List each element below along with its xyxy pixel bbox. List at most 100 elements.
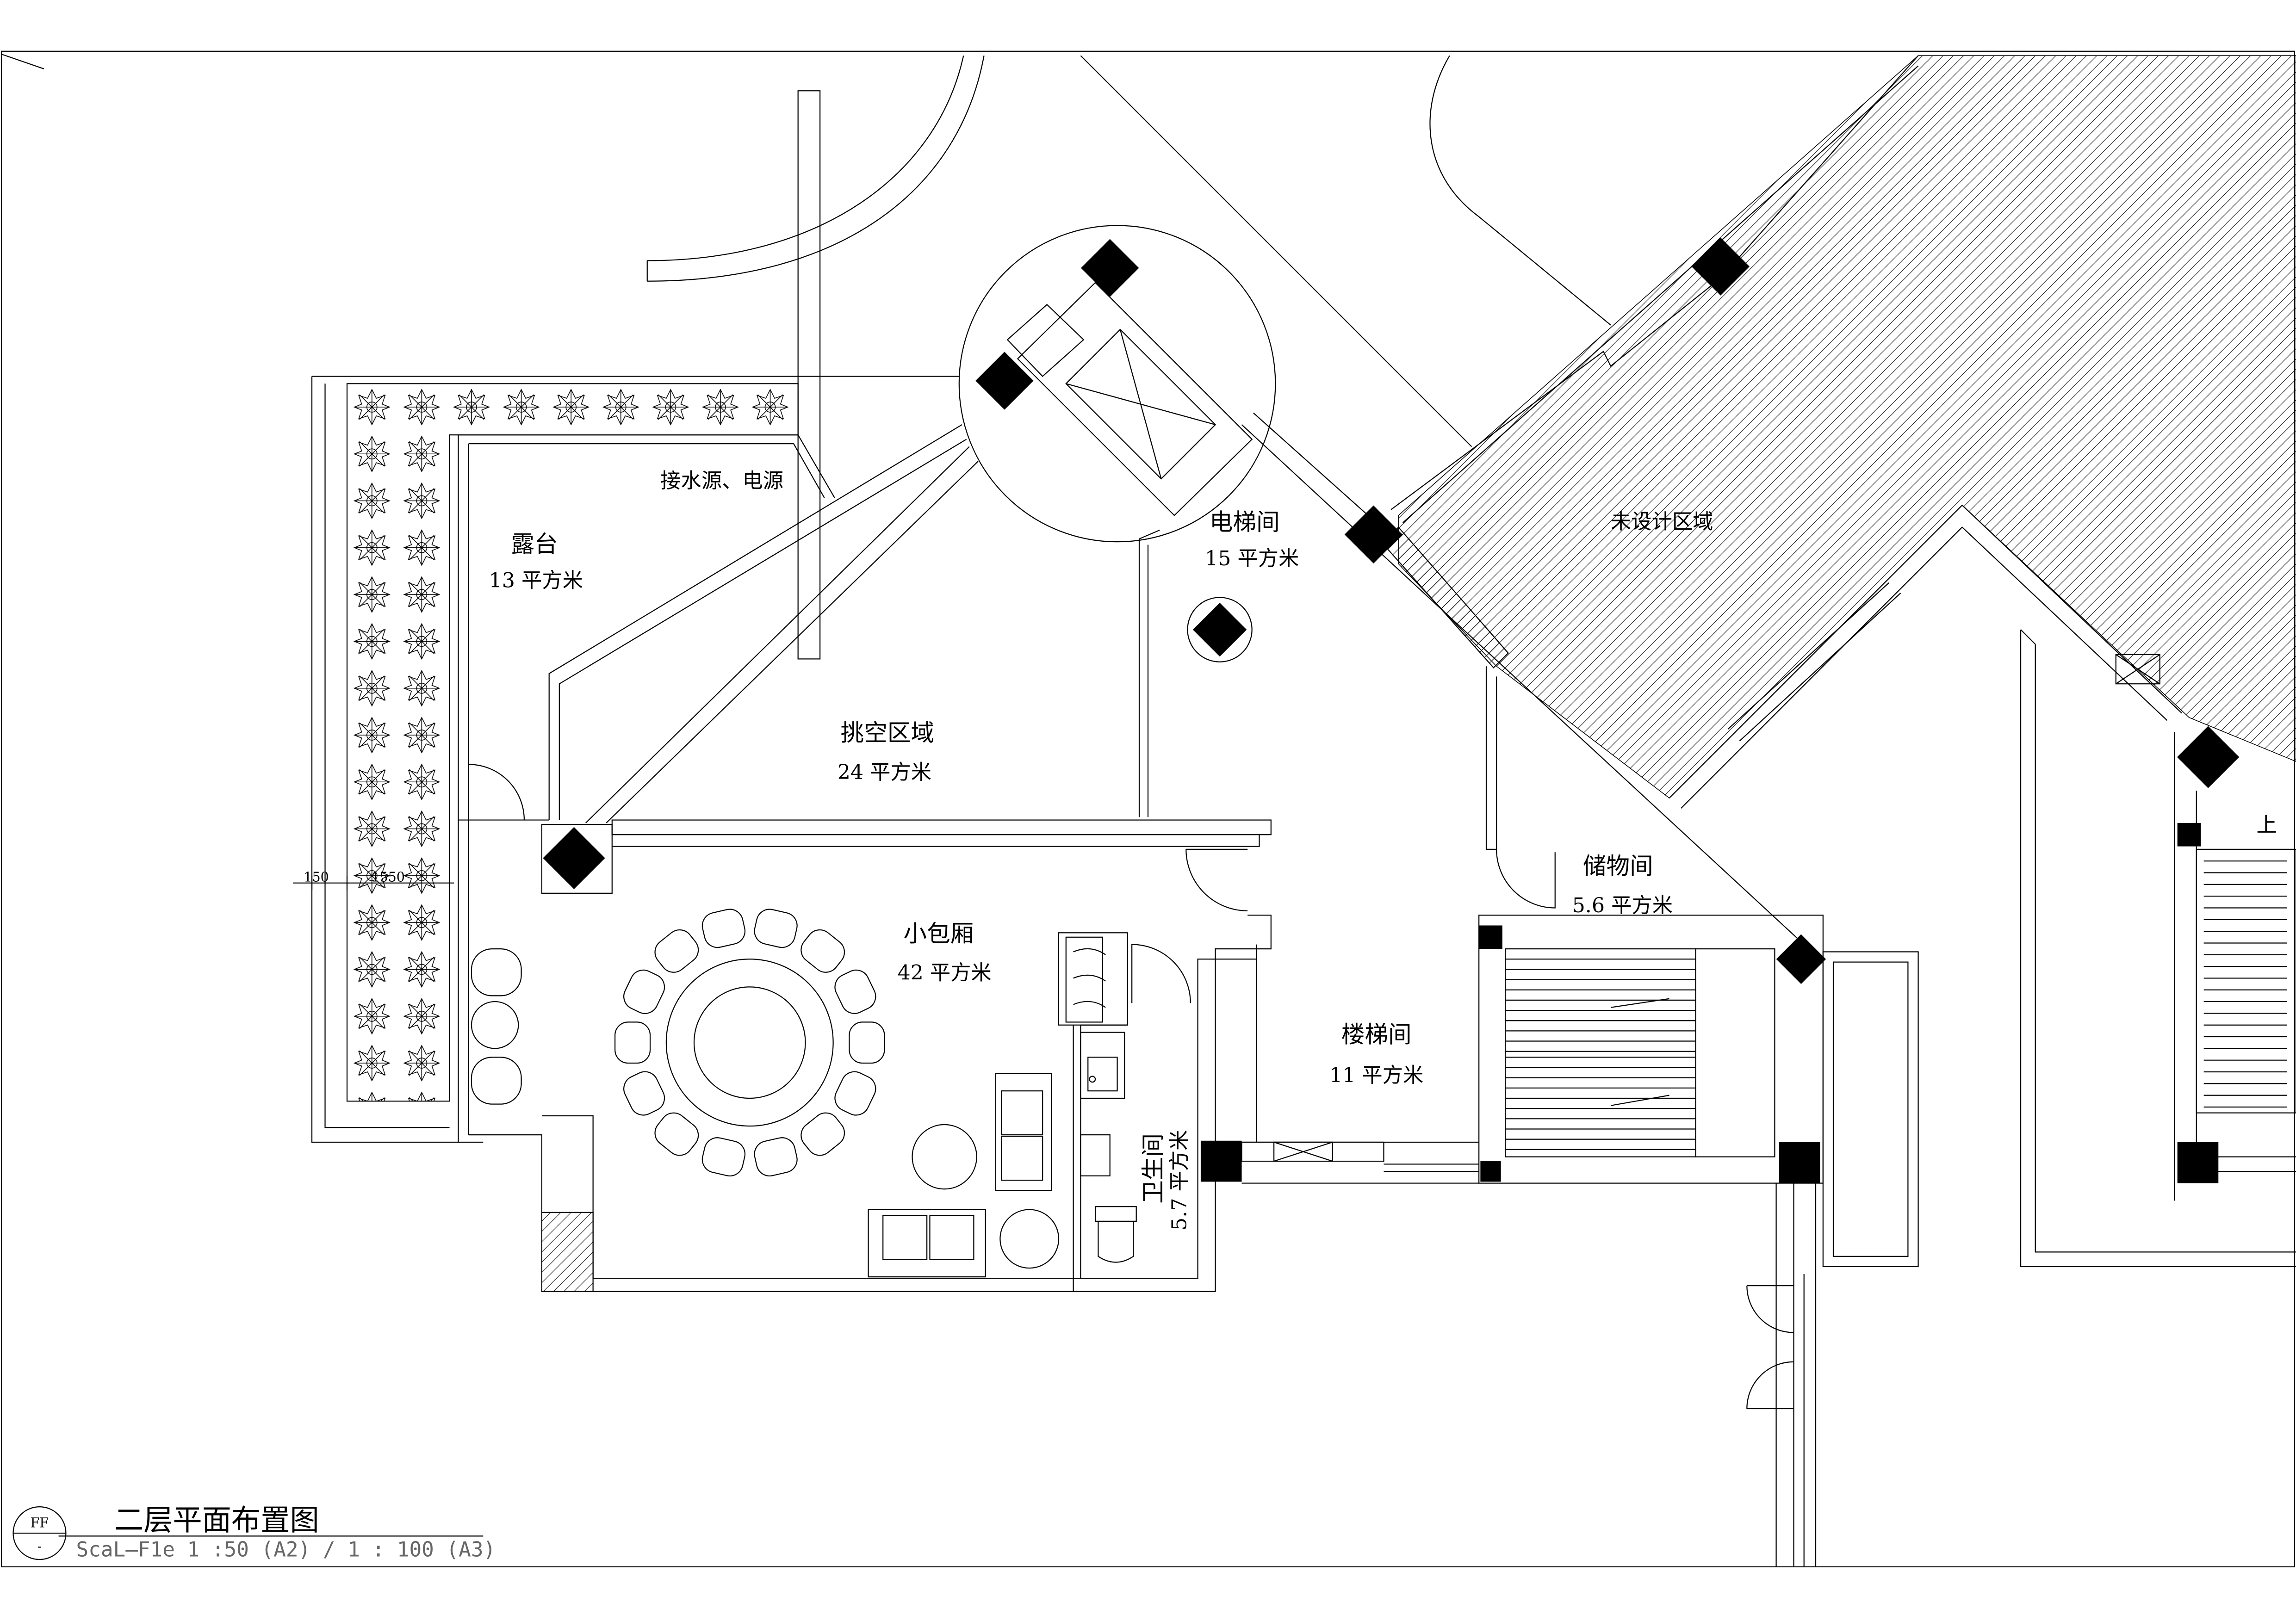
column [1480,1161,1501,1182]
column [1200,1140,1242,1182]
private-room-walls [468,915,1272,1292]
elevator-shaft-cross [1066,329,1216,479]
view-symbol-top: FF [31,1515,49,1530]
drawing-title: 二层平面布置图 [114,1503,319,1537]
storage-door [1496,849,1556,909]
planter [346,383,799,1102]
storage-room-area: 5.6 平方米 [1572,894,1673,917]
elevator-room-area: 15 平方米 [1205,547,1299,570]
dining-chair [834,969,876,1014]
private-room-area: 42 平方米 [897,961,991,985]
column [2177,823,2201,847]
utility-cabinet-cross [1273,1141,1333,1162]
toilet-tank [1094,1206,1137,1222]
dimension-label: 150 [304,870,329,885]
corridor-walls [1241,1141,1479,1184]
void-area-name: 挑空区域 [840,719,934,747]
sink [1080,1032,1125,1099]
dining-chair [614,1021,651,1064]
dining-chair [800,1112,845,1156]
site-curve-right [1429,55,1611,326]
view-symbol-bottom: - [37,1539,42,1554]
equipment-box-cross [2116,654,2160,685]
terrace-outer-wall [311,376,959,1143]
hatched-wall [541,1212,594,1292]
sofa-bottom [868,1209,986,1278]
column [1192,602,1247,657]
dining-chair [834,1071,876,1116]
vertical-beam [797,90,821,660]
toilet-bowl [1098,1221,1134,1263]
balcony-box-inner [1832,961,1909,1257]
undesigned-beam [1727,582,1901,742]
stair-treads [1505,959,1696,1150]
lower-right-walls [1775,1183,1817,1567]
undesigned-area [1398,55,2296,799]
utility-note: 接水源、电源 [660,469,783,493]
sofa-cushion [929,1215,974,1260]
dining-chair [654,929,699,973]
frame-corner-line [1,54,44,69]
curved-path [646,56,985,282]
wardrobe [1058,932,1128,1026]
equipment-box [2115,654,2160,685]
dining-chair [754,909,798,948]
coffee-table [912,1124,977,1190]
undesigned-area-name: 未设计区域 [1611,510,1713,534]
void-boundary [548,424,967,820]
side-table [471,1001,519,1049]
sofa-right [995,1073,1052,1191]
balcony-box [1822,951,1919,1268]
right-stair-outline [2196,848,2296,1114]
column [2177,726,2240,788]
dining-chair [701,1137,746,1176]
storage-walls [1485,666,1497,850]
sofa-cushion [1001,1090,1043,1136]
stairwell-outline [1478,915,1824,1184]
hangers [1073,948,1106,1008]
terrace-area: 13 平方米 [489,569,583,592]
double-door [1746,1285,1794,1410]
stairwell-inner [1505,948,1775,1157]
terrace-door [458,764,549,821]
lazy-susan [693,986,806,1099]
sink-drain [1089,1076,1096,1083]
column [975,352,1034,410]
utility-cabinet [1241,1141,1384,1162]
dining-chair [701,909,746,948]
private-room-top-wall [611,819,1272,835]
sink-basin [1087,1057,1118,1092]
armchair [471,1057,522,1105]
sofa-cushion [882,1215,928,1260]
stair-up-label: 上 [2257,813,2277,837]
right-stair-treads [2203,860,2288,1108]
elevator-room-name: 电梯间 [1210,508,1280,536]
drawing-scale: ScaL—F1e 1 :50 (A2) / 1 : 100 (A3) [76,1538,496,1562]
dining-chair [754,1137,798,1176]
column-ring [1187,597,1253,662]
elevator-circle [958,225,1276,543]
dining-chair [800,929,845,973]
sofa-cushion [1001,1136,1043,1181]
storage-room-name: 储物间 [1583,853,1653,880]
column [1779,1142,1820,1183]
drawing-frame [1,50,2295,1567]
stair-landing [1505,949,1696,1157]
elevator-box [1017,282,1253,516]
stair-arrows [1610,998,1669,1106]
dining-chair [849,1021,885,1064]
column [1776,934,1826,984]
dining-chairs [614,909,885,1176]
dining-chair [623,969,665,1014]
private-room-door [1185,848,1248,911]
column [543,827,605,890]
shower-fixture [1080,1134,1111,1176]
corner-column-box [541,823,613,894]
bathroom-door [1131,944,1191,1003]
dining-chair [654,1112,699,1156]
private-room-name: 小包厢 [904,920,974,947]
bathroom-walls [1073,933,1128,1292]
column [2177,1142,2219,1183]
site-diagonal-line [1080,55,1472,447]
private-room-top-wall-inner [612,835,1260,847]
